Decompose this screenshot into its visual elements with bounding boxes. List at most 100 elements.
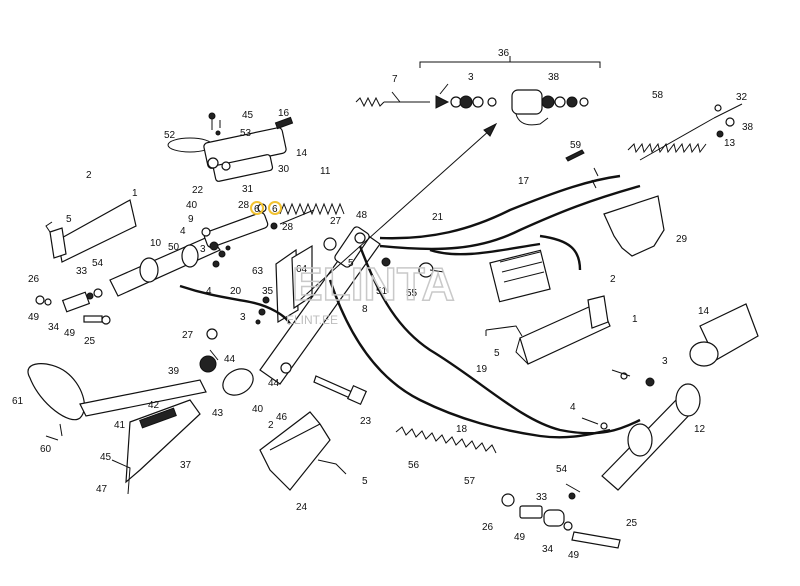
left-small-parts — [35, 288, 111, 325]
spring-58-group — [627, 103, 743, 161]
disc-43 — [199, 328, 292, 396]
spring-11 — [279, 202, 345, 216]
part-number-label: 5 — [348, 258, 354, 269]
part-number-label: 37 — [180, 460, 192, 471]
part-number-label: 20 — [230, 286, 242, 297]
part-number-label: 57 — [464, 476, 476, 487]
part-number-label: 49 — [64, 328, 76, 339]
part-number-label: 13 — [724, 138, 736, 149]
part-1-left-bracket — [45, 199, 137, 263]
part-number-label: 2 — [268, 420, 274, 431]
part-number-label: 18 — [456, 424, 468, 435]
watermark-url: ELINT.EE — [286, 313, 338, 327]
part-number-label: 3 — [240, 312, 246, 323]
part-number-label: 40 — [252, 404, 264, 415]
main-shaft-assembly — [109, 203, 315, 297]
watermark: ELINTA ELINT.EE — [286, 257, 455, 327]
part-number-label: 52 — [164, 130, 176, 141]
part-number-label: 3 — [468, 72, 474, 83]
part-number-label: 47 — [96, 484, 108, 495]
lower-right-small-parts — [501, 483, 621, 549]
part-number-label: 60 — [40, 444, 52, 455]
part-5-handle-mid — [485, 325, 523, 337]
part-number-label: 4 — [570, 402, 576, 413]
part-number-label: 31 — [242, 184, 254, 195]
part-number-label: 29 — [676, 234, 688, 245]
central-column — [255, 226, 445, 385]
part-number-label: 45 — [100, 452, 112, 463]
part-number-label: 16 — [278, 108, 290, 119]
part-number-label: 39 — [168, 366, 180, 377]
part-number-label: 3 — [200, 244, 206, 255]
watermark-logo: ELINTA — [292, 258, 455, 310]
part-number-label: 23 — [360, 416, 372, 427]
part-number-label: 19 — [476, 364, 488, 375]
part-number-label: 12 — [694, 424, 706, 435]
part-number-label: 14 — [698, 306, 710, 317]
part-number-label: 5 — [66, 214, 72, 225]
hydraulic-cylinder — [581, 303, 759, 491]
part-number-label: 34 — [542, 544, 554, 555]
part-number-label: 45 — [242, 110, 254, 121]
part-number-label: 34 — [48, 322, 60, 333]
part-number-label: 5 — [362, 476, 368, 487]
part-1-right-bracket — [515, 295, 611, 365]
part-number-label: 10 — [150, 238, 162, 249]
bolt-23 — [313, 375, 368, 406]
part-number-label: 54 — [92, 258, 104, 269]
upper-left-bracket-assembly — [167, 112, 294, 182]
valve-block — [489, 249, 551, 303]
part-number-label: 36 — [498, 48, 510, 59]
part-number-label: 49 — [568, 550, 580, 561]
part-number-label: 33 — [76, 266, 88, 277]
part-number-label: 49 — [28, 312, 40, 323]
part-5-handle-bottom — [317, 459, 347, 475]
part-number-label: 30 — [278, 164, 290, 175]
part-number-label: 6 — [254, 204, 260, 215]
part-number-label: 24 — [296, 502, 308, 513]
part-number-label: 4 — [206, 286, 212, 297]
part-number-label: 8 — [362, 304, 368, 315]
part-number-label: 56 — [408, 460, 420, 471]
part-number-label: 28 — [282, 222, 294, 233]
part-number-label: 44 — [268, 378, 280, 389]
part-number-label: 25 — [84, 336, 96, 347]
part-number-label: 11 — [320, 166, 331, 177]
part-number-label: 32 — [736, 92, 748, 103]
part-number-label: 48 — [356, 210, 368, 221]
part-59-pin — [565, 149, 585, 162]
highlight-ring — [268, 201, 282, 215]
part-number-label: 40 — [186, 200, 198, 211]
pedal-assembly — [27, 363, 207, 495]
part-number-label: 21 — [432, 212, 444, 223]
part-number-label: 58 — [652, 90, 664, 101]
part-number-label: 38 — [548, 72, 560, 83]
part-number-label: 33 — [536, 492, 548, 503]
part-number-label: 61 — [12, 396, 24, 407]
part-number-label: 54 — [556, 464, 568, 475]
hydraulic-hoses — [179, 167, 641, 439]
part-number-label: 4 — [180, 226, 186, 237]
part-number-label: 28 — [238, 200, 250, 211]
part-number-label: 26 — [28, 274, 40, 285]
part-number-label: 44 — [224, 354, 236, 365]
part-number-label: 6 — [272, 204, 278, 215]
part-number-label: 25 — [626, 518, 638, 529]
part-number-label: 43 — [212, 408, 224, 419]
part-number-label: 2 — [610, 274, 616, 285]
part-number-label: 27 — [330, 216, 342, 227]
part-number-label: 53 — [240, 128, 252, 139]
part-number-label: 5 — [494, 348, 500, 359]
spring-56 — [395, 426, 497, 454]
part-number-label: 38 — [742, 122, 754, 133]
part-number-label: 22 — [192, 185, 204, 196]
part-number-label: 42 — [148, 400, 160, 411]
part-number-label: 1 — [132, 188, 138, 199]
part-number-label: 55 — [406, 288, 418, 299]
direction-arrow — [299, 122, 498, 301]
part-number-label: 50 — [168, 242, 180, 253]
part-number-label: 1 — [632, 314, 638, 325]
part-number-label: 3 — [662, 356, 668, 367]
part-number-label: 64 — [296, 264, 308, 275]
